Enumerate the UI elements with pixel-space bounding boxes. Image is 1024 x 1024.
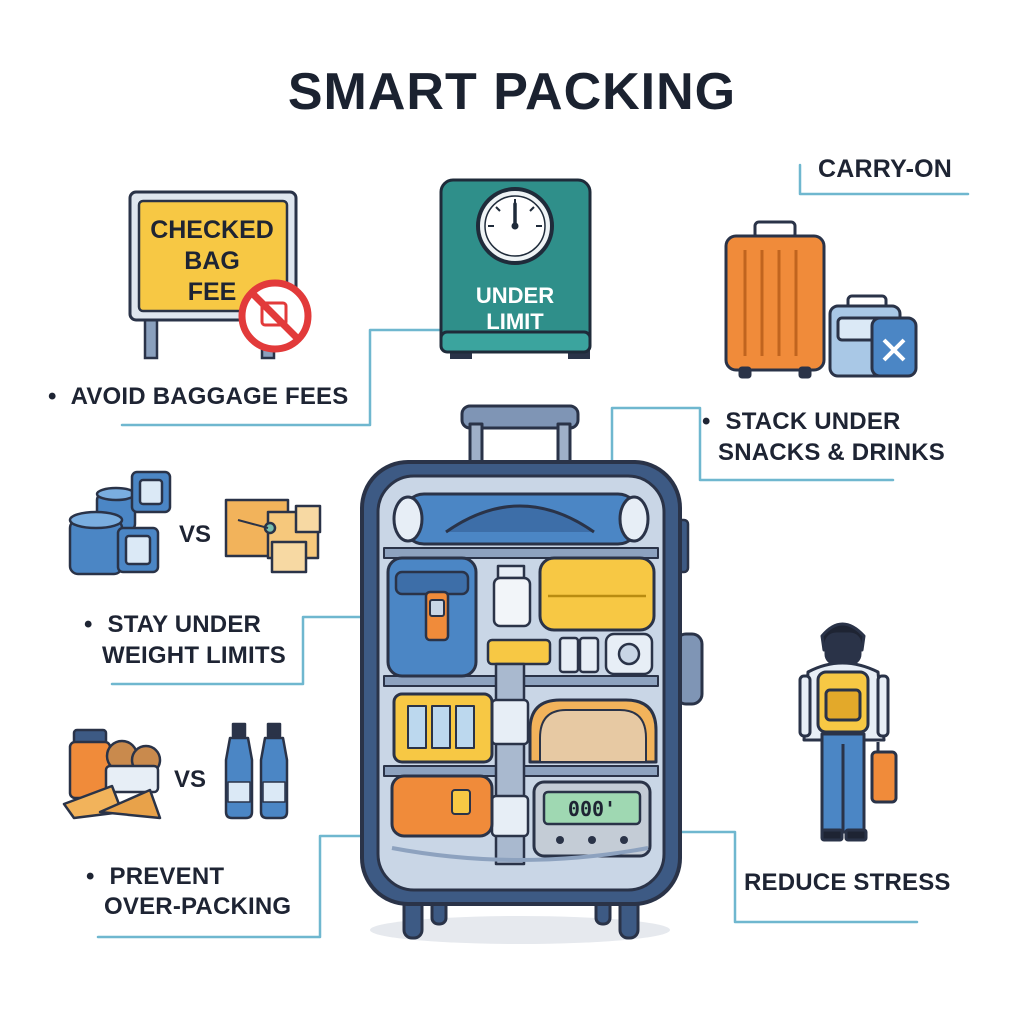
- sign-line-3: FEE: [188, 278, 237, 306]
- label-over-packing: OVER-PACKING: [104, 893, 292, 920]
- label-prevent-text: PREVENT: [109, 863, 225, 890]
- scale-line-1: UNDER: [476, 283, 554, 308]
- water-bottles-icon: [224, 722, 289, 820]
- connector-stress: [648, 830, 919, 924]
- vs-label-top: VS: [179, 521, 211, 548]
- scale-icon: [439, 178, 592, 359]
- connector-weight: [110, 615, 394, 686]
- label-stack-under: STACK UNDER: [702, 407, 901, 437]
- svg-text: CHECKED BAG FEE UNDER LIMIT VS VS 000': [150, 216, 616, 821]
- no-symbol-icon: [238, 279, 312, 353]
- connector-stack: [610, 406, 895, 490]
- label-weight-limits: WEIGHT LIMITS: [102, 642, 286, 669]
- connector-avoid-fees: [120, 328, 442, 427]
- label-snacks-drinks: SNACKS & DRINKS: [718, 439, 946, 466]
- connector-carry-on: [798, 163, 970, 196]
- vs-label-bottom: VS: [174, 766, 206, 793]
- display-reading: 000': [568, 797, 616, 821]
- traveler-icon: [798, 622, 898, 842]
- main-suitcase: [360, 404, 704, 944]
- connector-lines: [96, 163, 970, 939]
- label-prevent: PREVENT: [86, 862, 224, 892]
- snacks-icon: [62, 728, 162, 820]
- label-stay-under-text: STAY UNDER: [107, 611, 262, 638]
- label-reduce-stress: REDUCE STRESS: [744, 869, 951, 896]
- label-stay-under: STAY UNDER: [84, 610, 261, 640]
- checked-bag-fee-sign: [128, 190, 312, 360]
- label-avoid-baggage-fees-text: AVOID BAGGAGE FEES: [70, 383, 349, 410]
- label-avoid-baggage-fees: AVOID BAGGAGE FEES: [48, 382, 349, 412]
- canisters-icon: [68, 470, 172, 576]
- page-title: SMART PACKING: [287, 63, 737, 121]
- sign-line-2: BAG: [184, 247, 240, 275]
- scale-line-2: LIMIT: [486, 309, 544, 334]
- connector-overpack: [96, 834, 394, 939]
- carry-on-luggage-icon: [724, 220, 918, 379]
- cardboard-boxes-icon: [224, 498, 322, 574]
- label-stack-under-text: STACK UNDER: [725, 408, 901, 435]
- label-carry-on: CARRY-ON: [818, 155, 953, 183]
- sign-line-1: CHECKED: [150, 216, 274, 244]
